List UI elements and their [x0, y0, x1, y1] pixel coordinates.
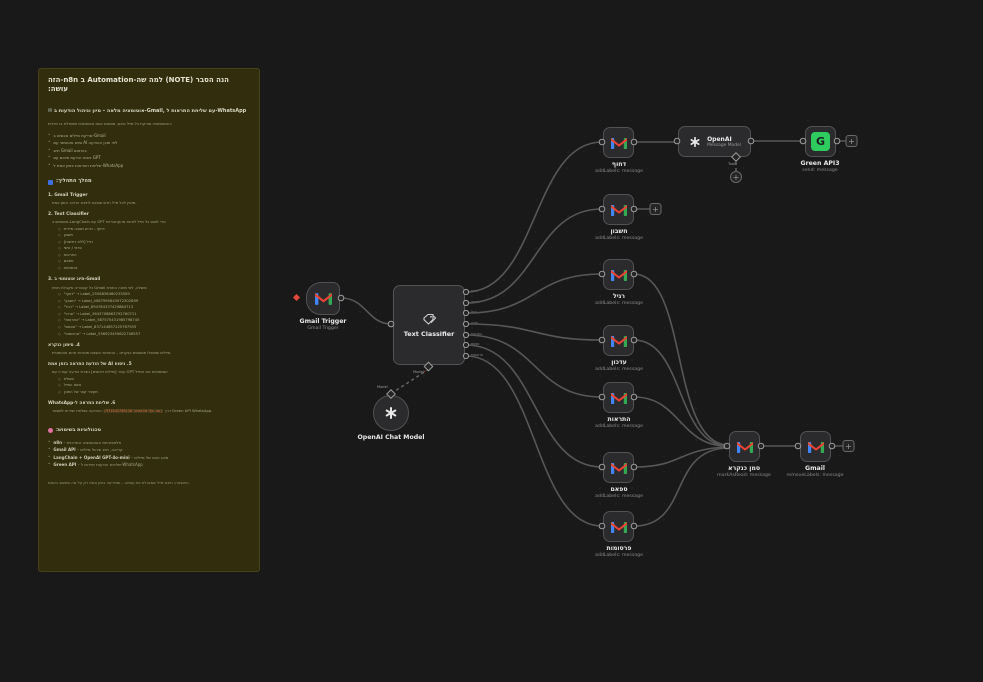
note-step-4: 4. סימון כנקרא מיילים שטופלו מסומנים כנק…: [48, 343, 250, 356]
node-label: ספאםaddLabels: message: [578, 486, 660, 500]
gmail-icon: [611, 462, 627, 474]
node-openai-chat-model-label: OpenAI Chat Model: [346, 434, 436, 442]
node-gmail-category-4[interactable]: [603, 325, 634, 356]
note-title: הנה הסבר (NOTE) למה שה-Automation ב n8n-…: [48, 76, 250, 94]
svg-text:+: +: [845, 442, 852, 451]
svg-text:+: +: [733, 173, 740, 182]
gmail-icon: [611, 137, 627, 149]
gmail-icon: [611, 335, 627, 347]
node-green-api[interactable]: G: [805, 126, 836, 157]
email-icon: ✉: [48, 108, 52, 114]
gmail-icon: [611, 269, 627, 281]
node-label: רגילaddLabels: message: [578, 293, 660, 307]
node-gmail-category-3[interactable]: [603, 259, 634, 290]
note-step-1: 1. Gmail Trigger מאזין לכל מייל חדש שנכנ…: [48, 193, 250, 206]
list-item: •ניסוח הודעת סיכום עם GPT: [48, 155, 250, 161]
output-label: חשבון: [471, 300, 479, 304]
node-text-classifier[interactable]: Text Classifier: [393, 285, 465, 365]
output-label: עדכון: [471, 321, 478, 325]
flower-icon: [48, 428, 53, 433]
sticky-note[interactable]: הנה הסבר (NOTE) למה שה-Automation ב n8n-…: [38, 68, 260, 572]
note-step-5: 5. ניסוח AI של הודעת התראה בזמן אמת עבור…: [48, 362, 250, 395]
tags-icon: [422, 313, 437, 326]
list-item: •סריקת מיילים נכנסים ב-Gmail: [48, 133, 250, 139]
node-label: דחוףaddLabels: message: [578, 161, 660, 175]
list-item: •סיווג אוטומטי עם AI לפי תוכן ההודעה: [48, 140, 250, 146]
node-gmail-category-5[interactable]: [603, 382, 634, 413]
node-gmail-remove-labels-label: Gmail removeLabels: message: [774, 465, 856, 479]
node-gmail-trigger-label: Gmail Trigger Gmail Trigger: [282, 318, 364, 332]
openai-icon: [384, 406, 398, 420]
chat-id-code: (972542709120'chatId'@c.us): [103, 409, 163, 413]
note-intro: האוטומציה סורקת כל מייל נכנס, מסווגת אות…: [48, 121, 250, 127]
gmail-icon: [737, 441, 753, 453]
note-step-6: 6. שליחת התראה ל-WhatsApp ההודעה נשלחת י…: [48, 401, 250, 415]
gmail-icon: [315, 292, 332, 305]
node-gmail-category-6[interactable]: [603, 452, 634, 483]
svg-text:+: +: [848, 137, 855, 146]
output-label: רגיל: [471, 310, 477, 314]
model-port-label: Model: [377, 385, 388, 389]
note-step-2: 2. Text Classifier משתמש ב-LangChain עם …: [48, 212, 250, 272]
gmail-icon: [611, 204, 627, 216]
node-openai-chat-model[interactable]: [373, 395, 409, 431]
node-label: התראותaddLabels: message: [578, 416, 660, 430]
note-subtitle: ✉ אוטומציה מלאה – מיון וניהול הודעות ב-G…: [48, 108, 250, 115]
output-label: פרסומות: [471, 353, 483, 357]
note-tech-heading: טכנולוגיות בשימוש:: [48, 427, 250, 434]
model-port-label: Model*: [413, 370, 426, 374]
node-openai[interactable]: OpenAI Message Model: [678, 126, 751, 157]
list-item: •שליחת התראות בזמן אמת ל-WhatsApp: [48, 163, 250, 169]
openai-icon: [689, 136, 701, 148]
note-footer: התוצאה: תיבת מייל שמנהלת את עצמה – ומתרי…: [48, 480, 250, 486]
node-text-classifier-title: Text Classifier: [404, 330, 454, 338]
gmail-icon: [611, 521, 627, 533]
node-label: פרסומותaddLabels: message: [578, 545, 660, 559]
output-label: התראות: [471, 332, 482, 336]
gmail-icon: [611, 392, 627, 404]
node-gmail-remove-labels[interactable]: [800, 431, 831, 462]
note-tech-list: •n8n – פלטפורמת האוטומציה המרכזית •Gmail…: [48, 440, 250, 468]
gmail-icon: [808, 441, 824, 453]
trigger-pin-icon: [293, 294, 300, 301]
node-green-api-label: Green API3 send: message: [779, 160, 861, 174]
list-item: •תיוג Gmail בהתאם: [48, 148, 250, 154]
node-mark-as-read[interactable]: [729, 431, 760, 462]
node-mark-as-read-label: סמן כנקרא markAsRead: message: [703, 465, 785, 479]
node-gmail-category-2[interactable]: [603, 194, 634, 225]
svg-text:+: +: [652, 205, 659, 214]
node-label: עדכוןaddLabels: message: [578, 359, 660, 373]
node-gmail-category-1[interactable]: [603, 127, 634, 158]
output-label: ספאם: [471, 342, 479, 346]
node-label: חשבוןaddLabels: message: [578, 228, 660, 242]
green-api-icon: G: [811, 132, 830, 151]
note-step-3: 3. תיוג אוטומטי ב-Gmail כל קטגוריה מקבלת…: [48, 277, 250, 337]
node-gmail-trigger[interactable]: [306, 282, 340, 315]
tools-port-label: Tools: [728, 162, 737, 166]
note-bullet-list: •סריקת מיילים נכנסים ב-Gmail •סיווג אוטו…: [48, 133, 250, 168]
note-flow-heading: מהלך התהליך:: [48, 178, 250, 186]
node-gmail-category-7[interactable]: [603, 511, 634, 542]
output-label: דחוף: [471, 289, 478, 293]
blue-square-icon: [48, 180, 53, 185]
